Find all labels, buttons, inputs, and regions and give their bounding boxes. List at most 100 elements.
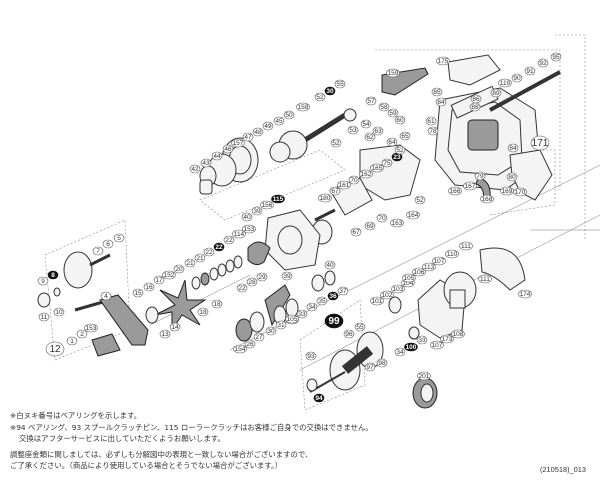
callout-number: 20	[175, 266, 183, 273]
callout-34: 34	[306, 302, 318, 312]
callout-number: 170	[515, 189, 526, 196]
callout-119: 119	[498, 78, 512, 88]
callout-number: 48	[254, 129, 262, 136]
callout-number: 84	[437, 99, 445, 106]
callout-number: 84	[509, 145, 517, 152]
callout-bubble	[102, 239, 114, 249]
callout-number: 93	[307, 353, 315, 360]
callout-bubble	[324, 313, 344, 329]
callout-154: 154	[233, 344, 247, 354]
callout-number: 107	[434, 258, 445, 265]
callout-44: 44	[211, 151, 223, 161]
callout-167: 167	[463, 181, 477, 191]
callout-number: 1	[70, 338, 74, 345]
callout-number: 161	[339, 182, 350, 189]
callout-bubble	[153, 275, 165, 285]
callout-number: 103	[393, 286, 404, 293]
callout-number: 59	[389, 110, 397, 117]
callout-number: 156	[262, 202, 273, 209]
callout-number: 46	[224, 146, 232, 153]
callout-bubble	[445, 249, 459, 259]
callout-number: 153	[244, 226, 255, 233]
callout-103: 103	[391, 284, 405, 294]
callout-number: 6	[106, 241, 110, 248]
callout-bubble	[223, 235, 235, 245]
callout-number: 104	[403, 280, 414, 287]
callout-bubble	[550, 52, 562, 62]
callout-43: 43	[200, 158, 212, 168]
callout-bubble	[143, 282, 155, 292]
callout-bubble	[159, 329, 171, 339]
callout-number: 13	[161, 331, 169, 338]
callout-94: 94	[313, 393, 325, 403]
callout-number: 90	[513, 75, 521, 82]
callout-number: 7	[96, 248, 100, 255]
callout-165: 165	[370, 163, 384, 173]
callout-21: 21	[194, 253, 206, 263]
callout-number: 105	[287, 316, 298, 323]
callout-number: 42	[191, 166, 199, 173]
callout-58: 58	[378, 102, 390, 112]
callout-number: 88	[471, 104, 479, 111]
callout-20: 20	[173, 264, 185, 274]
callout-number: 18	[213, 301, 221, 308]
callout-bubble	[194, 253, 206, 263]
callout-number: 34	[308, 304, 316, 311]
callout-number: 62	[366, 134, 374, 141]
callout-number: 171	[532, 138, 549, 149]
callout-number: 31	[277, 322, 285, 329]
callout-bubble	[394, 115, 406, 125]
callout-105: 105	[402, 273, 416, 283]
callout-1: 1	[66, 336, 78, 346]
callout-70: 70	[348, 175, 360, 185]
callout-29: 29	[256, 272, 268, 282]
callout-bubble	[233, 344, 247, 354]
callout-number: 78	[429, 128, 437, 135]
callout-bubble	[435, 97, 447, 107]
callout-number: 33	[298, 311, 306, 318]
callout-bubble	[370, 296, 384, 306]
callout-60: 60	[394, 115, 406, 125]
callout-157: 157	[231, 138, 245, 148]
callout-bubble	[313, 393, 325, 403]
callout-84: 84	[435, 97, 447, 107]
callout-16: 16	[143, 282, 155, 292]
callout-52: 52	[330, 138, 342, 148]
callout-bubble	[394, 347, 406, 357]
callout-bubble	[387, 108, 399, 118]
callout-bubble	[271, 194, 285, 204]
spool-part	[306, 331, 384, 393]
callout-bubble	[253, 332, 265, 342]
callout-number: 61	[427, 118, 435, 125]
callout-85: 85	[431, 87, 443, 97]
callout-bubble	[431, 87, 443, 97]
callout-156: 156	[260, 200, 274, 210]
callout-bubble	[200, 158, 212, 168]
callout-bubble	[506, 172, 518, 182]
callout-labels: 1595530521585045494847157464443425758596…	[37, 52, 562, 403]
callout-39: 39	[251, 206, 263, 216]
note-disclaimer: ご了承ください。（商品により使用している場合とそうでない場合がございます。）	[10, 461, 283, 470]
callout-90: 90	[511, 73, 523, 83]
callout-89: 89	[490, 88, 502, 98]
callout-bubble	[436, 56, 450, 66]
callout-bubble	[537, 58, 549, 68]
callout-bubble	[231, 138, 245, 148]
callout-101: 101	[370, 296, 384, 306]
callout-number: 22	[225, 237, 233, 244]
callout-171: 171	[530, 135, 550, 151]
callout-bubble	[365, 96, 377, 106]
callout-61: 61	[425, 116, 437, 126]
callout-bubble	[337, 180, 351, 190]
callout-bubble	[430, 340, 444, 350]
callout-number: 5	[117, 235, 121, 242]
callout-27: 27	[253, 332, 265, 342]
callout-bubble	[47, 270, 59, 280]
callout-105: 105	[285, 314, 299, 324]
callout-number: 33	[418, 337, 426, 344]
callout-bubble	[381, 158, 393, 168]
callout-number: 14	[171, 324, 179, 331]
callout-bubble	[394, 145, 406, 155]
callout-111: 111	[478, 274, 492, 284]
callout-bubble	[132, 288, 144, 298]
